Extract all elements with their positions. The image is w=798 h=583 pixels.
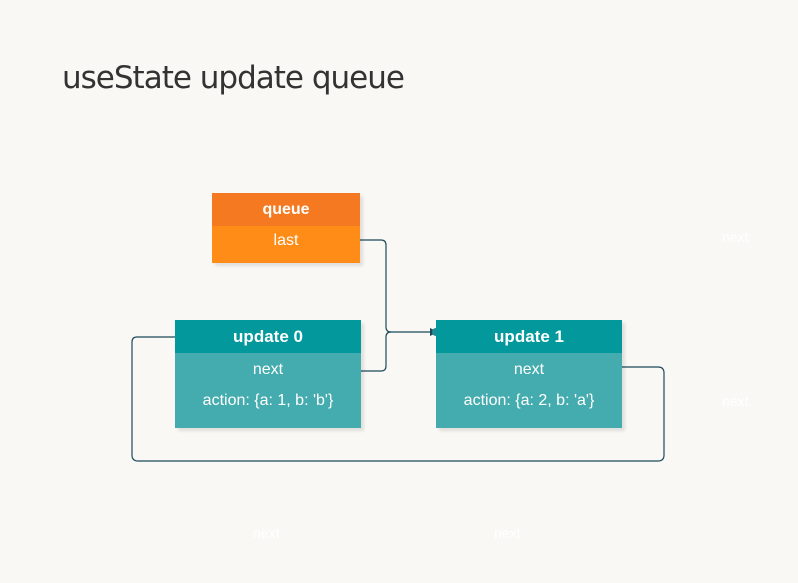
queue-node: queue last	[212, 193, 360, 263]
edge-label: next	[722, 229, 749, 245]
edge-label: next	[494, 525, 521, 541]
update0-action-field: action: {a: 1, b: 'b'}	[202, 392, 334, 409]
update1-action-field: action: {a: 2, b: 'a'}	[463, 392, 595, 409]
update0-header: update 0	[175, 320, 361, 353]
update0-node: update 0 next action: {a: 1, b: 'b'}	[175, 320, 361, 428]
edge-label: next	[722, 393, 749, 409]
queue-node-header: queue	[212, 193, 360, 226]
update1-next-field: next	[513, 361, 545, 378]
edge-update0-next-to-update1	[351, 331, 392, 372]
edge-update1-next-to-update0	[131, 333, 665, 462]
update1-node: update 1 next action: {a: 2, b: 'a'}	[436, 320, 622, 428]
edge-label: next	[253, 525, 280, 541]
update0-next-field: next	[252, 361, 284, 378]
update1-header: update 1	[436, 320, 622, 353]
edge-queue-last-to-update1	[351, 239, 438, 336]
queue-node-last-field: last	[212, 226, 360, 263]
diagram-title: useState update queue	[62, 60, 405, 96]
